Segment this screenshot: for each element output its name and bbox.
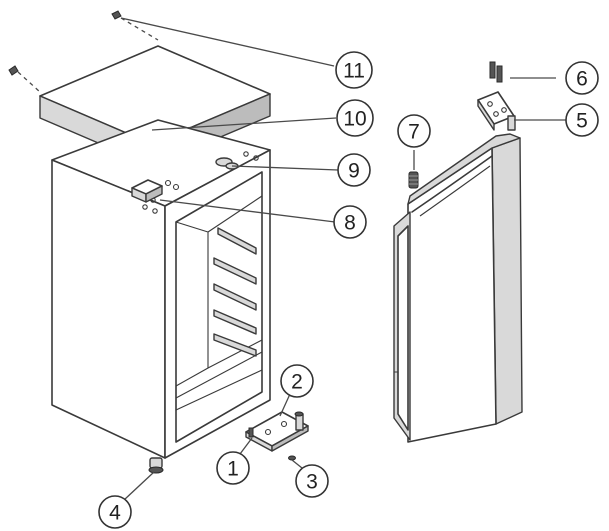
washer (288, 455, 296, 461)
hinge-screws (489, 61, 503, 83)
callout-8: 8 (333, 205, 367, 239)
callout-9-label: 9 (348, 160, 360, 183)
door (393, 133, 523, 443)
callout-6-label: 6 (576, 68, 588, 91)
shelf-rails (213, 227, 257, 357)
callout-2-label: 2 (291, 371, 303, 394)
callout-2: 2 (280, 364, 314, 398)
callout-9: 9 (337, 153, 371, 187)
top-screw-left (8, 65, 41, 93)
lower-hinge-plate (245, 411, 309, 452)
leader-lines (120, 17, 566, 501)
door-spring (408, 171, 419, 189)
callout-10-label: 10 (343, 108, 366, 131)
callout-10: 10 (336, 99, 374, 137)
callout-1-label: 1 (227, 458, 239, 481)
callout-5: 5 (565, 103, 599, 137)
callout-4-label: 4 (109, 502, 121, 525)
callout-3-label: 3 (306, 471, 318, 494)
callout-1: 1 (216, 451, 250, 485)
callout-7: 7 (397, 114, 431, 148)
top-screw-right (111, 10, 159, 41)
callout-3: 3 (295, 464, 329, 498)
callout-8-label: 8 (344, 212, 356, 235)
cabinet-body (51, 119, 271, 459)
callout-4: 4 (98, 495, 132, 529)
adjustable-foot (148, 457, 164, 474)
callout-5-label: 5 (576, 110, 588, 133)
hinge-screw (248, 427, 254, 438)
upper-hinge-bracket (131, 179, 163, 203)
upper-door-hinge (477, 91, 516, 131)
callout-7-label: 7 (408, 121, 420, 144)
callout-11: 11 (335, 51, 373, 89)
callout-11-label: 11 (343, 60, 365, 83)
callout-6: 6 (565, 61, 599, 95)
